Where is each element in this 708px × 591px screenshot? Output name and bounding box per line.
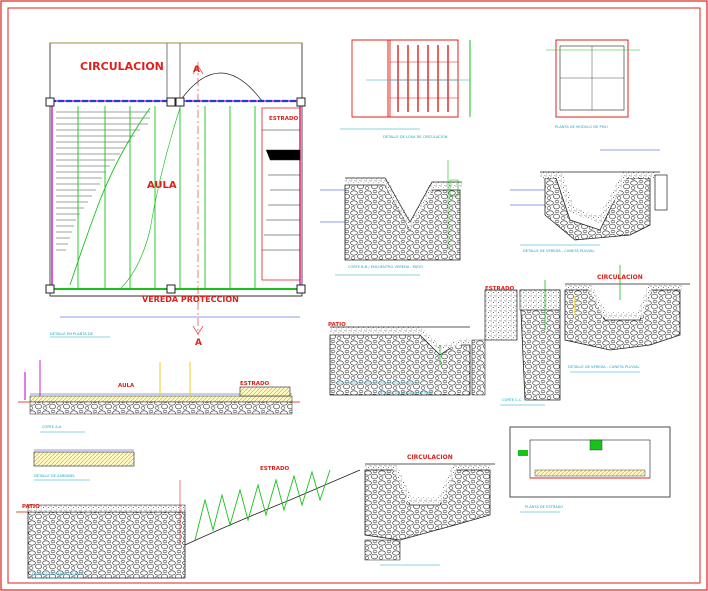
caption-corte-aa: CORTE A-A [42,425,62,429]
caption-modulo-detail: DETALLE DE MODULO DE PISO [378,391,433,395]
detail-upper-right [510,149,668,246]
section-aa [18,360,300,433]
caption-planta-estrado: PLANTA DE ESTRADO [525,505,563,509]
label-patio-bottom: PATIO [22,504,40,510]
detail-circulacion-right [564,265,690,373]
label-circulacion-right: CIRCULACION [597,274,643,281]
label-circulacion-bottom: CIRCULACION [407,454,453,461]
label-estrado-mid: ESTRADO [485,286,515,292]
section-circulacion-bottom [364,463,495,566]
sheet-frame-inner [7,7,701,584]
rampa-patio [16,469,361,579]
caption-vereda-detail-2: DETALLE DE VEREDA - CUNETA PLUVIAL [568,365,639,369]
section-cc [500,280,561,406]
label-estrado-section: ESTRADO [240,381,270,387]
plan-view [45,42,306,338]
caption-corte-bb: CORTE B-B / ENCUENTRO VEREDA - PATIO [348,265,423,269]
label-estrado-bottom: ESTRADO [260,466,290,472]
section-patio-estrado [329,289,518,396]
caption-losa-detail: DETALLE DE LOSA DE CIRCULACION [383,135,448,139]
label-circulacion-plan: CIRCULACION [80,60,164,73]
label-aula-plan: AULA [147,180,177,191]
caption-rampa: DETALLE DE RAMPA DE PATIO [32,572,85,576]
label-patio-mid: PATIO [328,322,346,328]
stair-plan-detail [340,39,471,130]
section-bb [320,160,462,276]
planta-estrado [509,426,671,513]
label-estrado-plan: ESTRADO [269,116,299,122]
caption-planta-modulo: PLANTA DE MODULO DE PISO [555,125,608,129]
label-aula-section: AULA [118,383,135,389]
caption-vereda-detail: DETALLE DE VEREDA - CUNETA PLUVIAL [523,249,594,253]
caption-sardinel: DETALLE DE SARDINEL [34,474,75,478]
modulo-plan [546,39,640,118]
sardinel-detail [33,449,135,481]
section-marker-a-top: A [193,65,200,75]
section-marker-a-bottom: A [195,338,202,348]
caption-corte-cc: CORTE C-C [502,398,522,402]
label-vereda-proteccion: VEREDA PROTECCION [142,295,239,304]
caption-plan: DETALLE EN PLANTA DE [50,332,94,336]
